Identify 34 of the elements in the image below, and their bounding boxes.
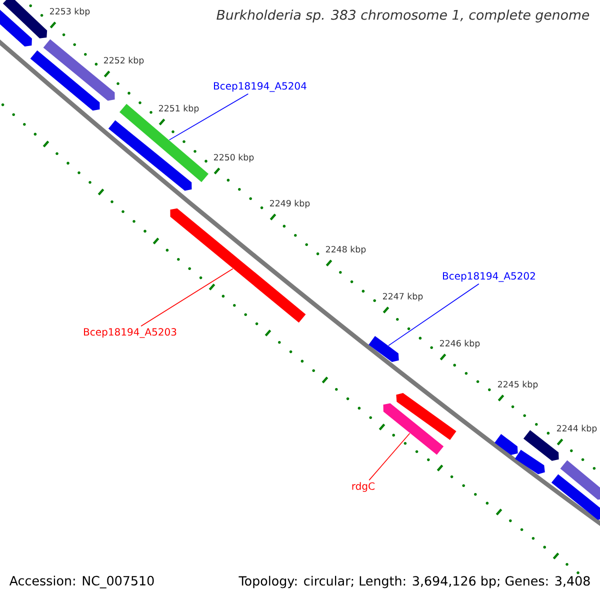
scale-label: 2250 kbp bbox=[214, 154, 254, 162]
gene-bar bbox=[514, 450, 545, 474]
gene-bar bbox=[120, 104, 209, 182]
gene-bar bbox=[396, 392, 456, 440]
gene-bar bbox=[2, 0, 48, 38]
leader-line bbox=[368, 432, 410, 481]
gene-bar bbox=[551, 474, 600, 520]
gene-label: Bcep18194_A5203 bbox=[84, 328, 176, 338]
leader-line bbox=[140, 268, 234, 327]
scale-label: 2251 kbp bbox=[158, 104, 199, 114]
accession-text: Accession: NC_007510 bbox=[9, 576, 154, 588]
scale-label: 2249 kbp bbox=[270, 200, 310, 208]
gene-bar bbox=[383, 403, 444, 455]
gene-label: Bcep18194_A5202 bbox=[443, 272, 535, 282]
gene-bar bbox=[108, 120, 192, 191]
scale-label: 2247 kbp bbox=[382, 292, 423, 302]
gene-label: rdgC bbox=[352, 482, 374, 492]
gene-bar bbox=[560, 460, 600, 500]
genome-summary: Topology: circular; Length: 3,694,126 bp; Genes: 3,408 bbox=[238, 576, 590, 588]
scale-label: 2246 kbp bbox=[440, 340, 480, 348]
gene-bar bbox=[523, 430, 559, 461]
gene-bar bbox=[30, 50, 100, 111]
leader-line bbox=[168, 93, 249, 140]
gene-bar bbox=[170, 208, 306, 323]
leader-line bbox=[388, 283, 480, 346]
gene-bar bbox=[494, 434, 518, 455]
gene-label: Bcep18194_A5204 bbox=[214, 82, 306, 92]
scale-label: 2252 kbp bbox=[104, 56, 144, 66]
scale-label: 2248 kbp bbox=[326, 246, 366, 254]
scale-label: 2253 kbp bbox=[50, 8, 90, 16]
scale-label: 2244 kbp bbox=[556, 424, 597, 434]
scale-label: 2245 kbp bbox=[498, 380, 538, 390]
gene-bar bbox=[368, 336, 399, 362]
title: Burkholderia sp. 383 chromosome 1, complete genome bbox=[216, 10, 590, 22]
